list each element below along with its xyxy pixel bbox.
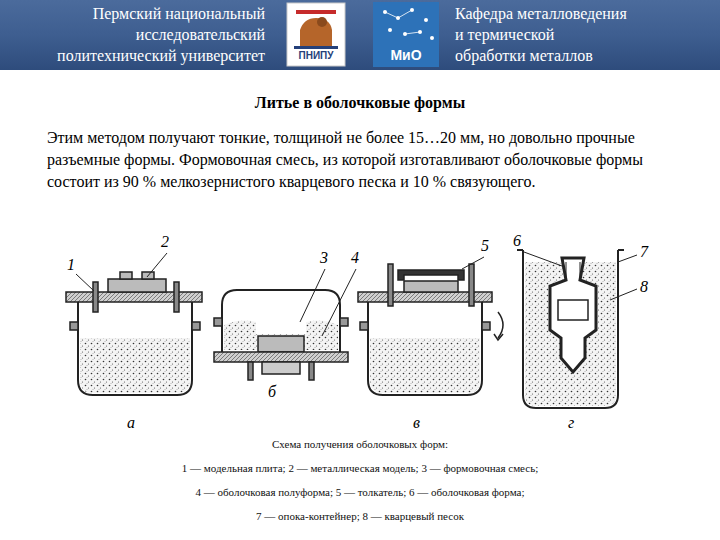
legend-line: 4 — оболочковая полуформа; 5 — толкатель… [0, 485, 720, 499]
department-name: Кафедра металловедения и термической обр… [455, 3, 627, 66]
logo-text: МиО [373, 47, 439, 63]
panel-d [517, 250, 637, 408]
header-band: Пермский национальный исследовательский … [0, 0, 720, 70]
callout-number: 8 [640, 278, 648, 296]
figure-caption: Схема получения оболочковых форм: [0, 437, 720, 451]
legend-line: 1 — модельная плита; 2 — металлическая м… [0, 461, 720, 475]
callout-number: 6 [513, 232, 521, 250]
panel-c [358, 257, 503, 395]
university-logo [287, 3, 345, 66]
panel-letter: б [268, 383, 276, 401]
panel-b [214, 269, 356, 380]
legend-line: 7 — опока-контейнер; 8 — кварцевый песок [0, 509, 720, 523]
panel-letter: а [127, 414, 135, 432]
body-text: Этим методом получают тонкие, толщиной н… [47, 127, 687, 193]
callout-number: 4 [351, 249, 359, 267]
callout-number: 3 [320, 249, 328, 267]
callout-number: 2 [161, 233, 169, 251]
callout-number: 5 [481, 237, 489, 255]
panel-letter: в [413, 414, 420, 432]
panel-a [66, 253, 202, 395]
slide-title: Литье в оболочковые формы [0, 93, 720, 113]
logo-text: ПНИПУ [288, 50, 344, 62]
university-name: Пермский национальный исследовательский … [45, 3, 265, 66]
callout-number: 7 [640, 243, 648, 261]
callout-number: 1 [67, 256, 75, 274]
panel-letter: г [568, 414, 574, 432]
header-band [0, 0, 720, 70]
department-logo [373, 2, 439, 67]
